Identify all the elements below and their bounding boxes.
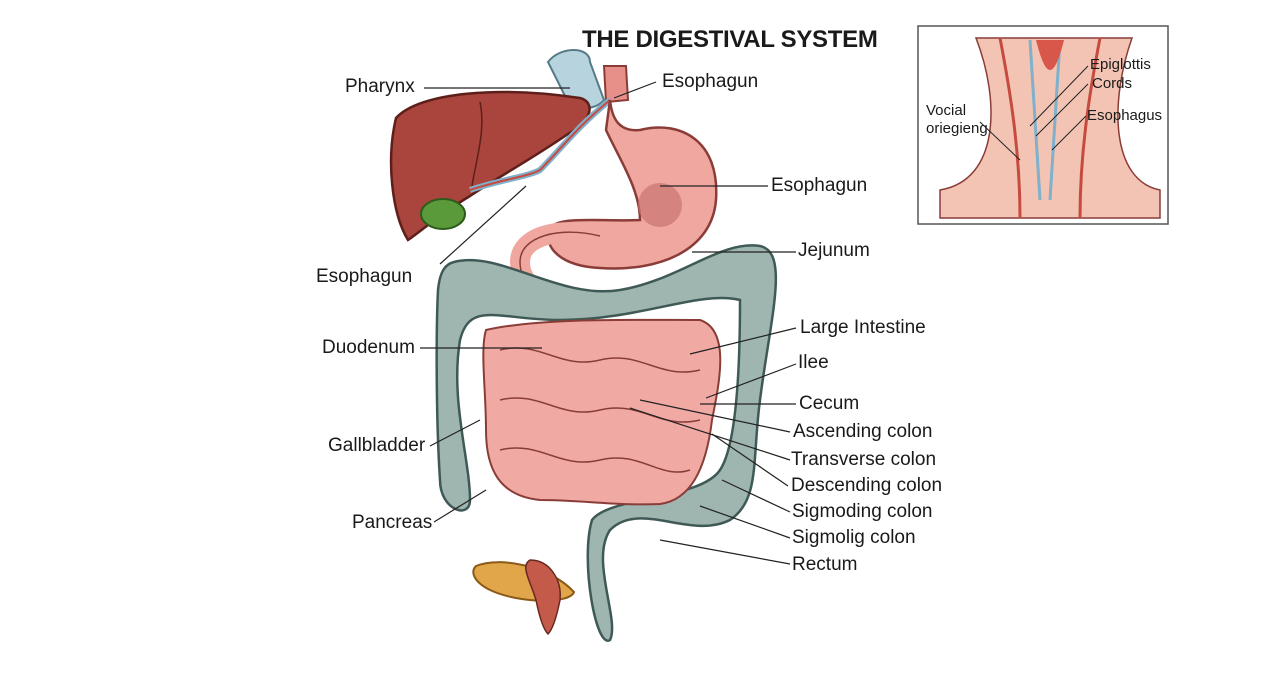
label-descending-colon: Descending colon xyxy=(791,475,943,496)
label-cecum: Cecum xyxy=(799,393,860,414)
label-gallbladder: Gallbladder xyxy=(328,435,426,456)
label-pharynx: Pharynx xyxy=(345,76,415,97)
label-large-intestine: Large Intestine xyxy=(800,317,926,338)
inset-label-oriegieng: oriegieng xyxy=(926,120,988,137)
label-esophagun-mid: Esophagun xyxy=(771,175,868,196)
inset-label-vocial: Vocial xyxy=(926,102,967,119)
label-duodenum: Duodenum xyxy=(322,337,415,358)
label-rectum: Rectum xyxy=(792,554,858,575)
inset-label-cords: Cords xyxy=(1092,75,1133,92)
gallbladder xyxy=(420,198,466,230)
label-sigmolig-colon: Sigmolig colon xyxy=(792,527,916,548)
label-sigmoding-colon: Sigmoding colon xyxy=(792,501,933,522)
label-esophagun-top: Esophagun xyxy=(662,71,759,92)
inset-label-esophagus: Esophagus xyxy=(1087,107,1163,124)
label-ilee: Ilee xyxy=(798,352,829,373)
label-transverse-colon: Transverse colon xyxy=(791,449,937,470)
inset-label-epiglottis: Epiglottis xyxy=(1090,56,1151,73)
esophagus-top xyxy=(602,65,630,104)
label-jejunum: Jejunum xyxy=(798,240,870,261)
leader-lines xyxy=(420,81,797,565)
diagram-title: THE DIGESTIVAL SYSTEM xyxy=(582,26,878,53)
throat-cross-section xyxy=(939,37,1161,219)
label-ascending-colon: Ascending colon xyxy=(793,421,933,442)
label-esophagun-left: Esophagun xyxy=(316,266,413,287)
large-intestine xyxy=(435,244,777,642)
small-intestine xyxy=(482,318,722,506)
label-pancreas: Pancreas xyxy=(352,512,433,533)
